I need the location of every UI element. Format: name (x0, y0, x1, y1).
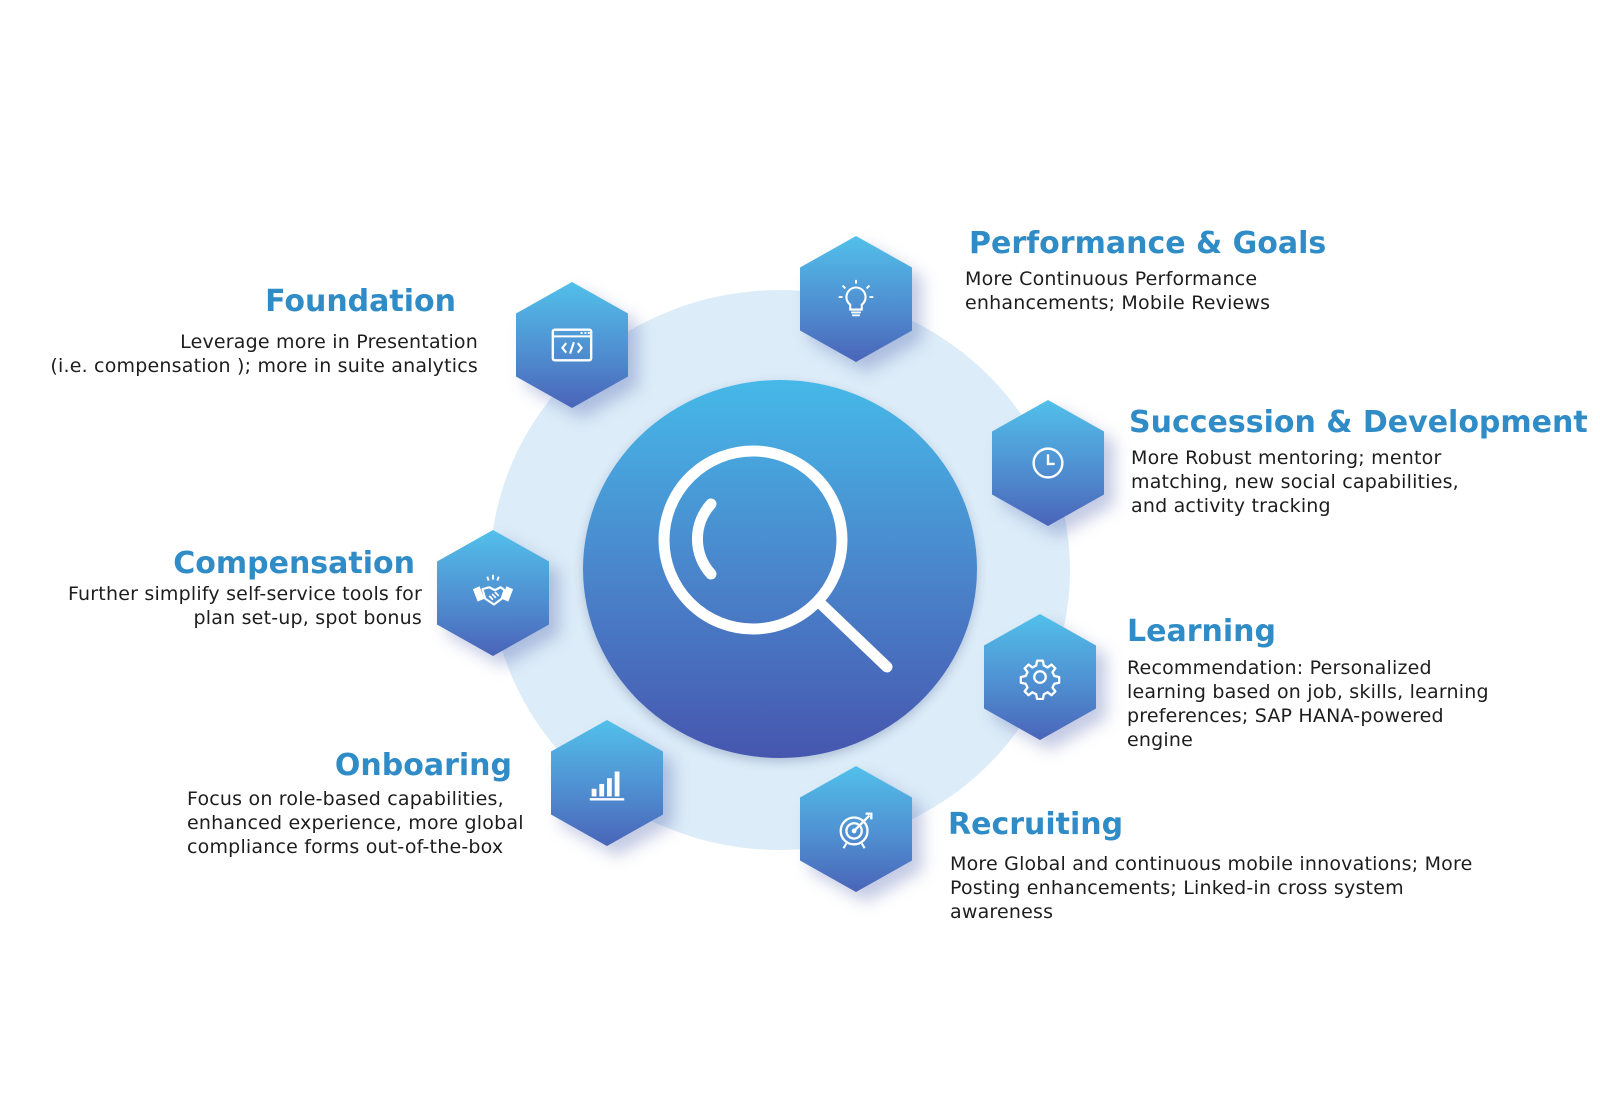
performance-description: More Continuous Performance enhancements… (965, 267, 1270, 315)
handshake-icon (472, 574, 514, 606)
succession-description: More Robust mentoring; mentor matching, … (1131, 446, 1459, 518)
foundation-hexagon (516, 282, 628, 408)
compensation-line: Further simplify self-service tools for (67, 583, 422, 605)
succession-title: Succession & Development (1129, 405, 1588, 440)
recruiting-title: Recruiting (948, 807, 1124, 842)
magnifier-icon (658, 445, 893, 673)
performance-title: Performance & Goals (969, 226, 1327, 261)
learning-line: Recommendation: Personalized (1127, 657, 1432, 679)
succession-line: and activity tracking (1131, 495, 1331, 517)
bar-chart-icon (589, 771, 625, 801)
clock-icon (1032, 447, 1064, 479)
foundation-line: (i.e. compensation ); more in suite anal… (50, 355, 478, 377)
compensation-line: plan set-up, spot bonus (193, 607, 422, 629)
performance-hexagon (800, 236, 912, 362)
recruiting-line: Posting enhancements; Linked-in cross sy… (950, 877, 1404, 899)
recruiting-line: awareness (950, 901, 1054, 923)
learning-hexagon (984, 614, 1096, 740)
lightbulb-icon (838, 279, 874, 317)
onboarding-hexagon (551, 720, 663, 846)
recruiting-line: More Global and continuous mobile innova… (950, 853, 1473, 875)
compensation-title: Compensation (173, 546, 415, 581)
target-icon (839, 812, 873, 849)
learning-line: learning based on job, skills, learning (1127, 681, 1489, 703)
onboarding-line: Focus on role-based capabilities, (187, 788, 504, 810)
succession-line: More Robust mentoring; mentor (1131, 447, 1442, 469)
performance-line: More Continuous Performance (965, 268, 1258, 290)
gear-icon (1019, 659, 1061, 700)
foundation-description: Leverage more in Presentation (i.e. comp… (50, 330, 478, 378)
compensation-hexagon (437, 530, 549, 656)
learning-line: preferences; SAP HANA-powered (1127, 705, 1444, 727)
center-circle (583, 380, 977, 758)
performance-line: enhancements; Mobile Reviews (965, 292, 1271, 314)
foundation-title: Foundation (265, 284, 456, 319)
onboarding-line: compliance forms out-of-the-box (187, 836, 504, 858)
foundation-line: Leverage more in Presentation (180, 331, 478, 353)
onboarding-title: Onboaring (334, 748, 512, 783)
learning-description: Recommendation: Personalized learning ba… (1127, 656, 1489, 752)
succession-line: matching, new social capabilities, (1131, 471, 1459, 493)
onboarding-description: Focus on role-based capabilities, enhanc… (187, 787, 524, 859)
compensation-description: Further simplify self-service tools for … (68, 582, 422, 630)
code-window-icon (551, 328, 593, 362)
recruiting-hexagon (800, 766, 912, 892)
recruiting-description: More Global and continuous mobile innova… (950, 852, 1473, 924)
learning-title: Learning (1127, 614, 1276, 649)
learning-line: engine (1127, 729, 1194, 751)
succession-hexagon (992, 400, 1104, 526)
onboarding-line: enhanced experience, more global (187, 812, 524, 834)
